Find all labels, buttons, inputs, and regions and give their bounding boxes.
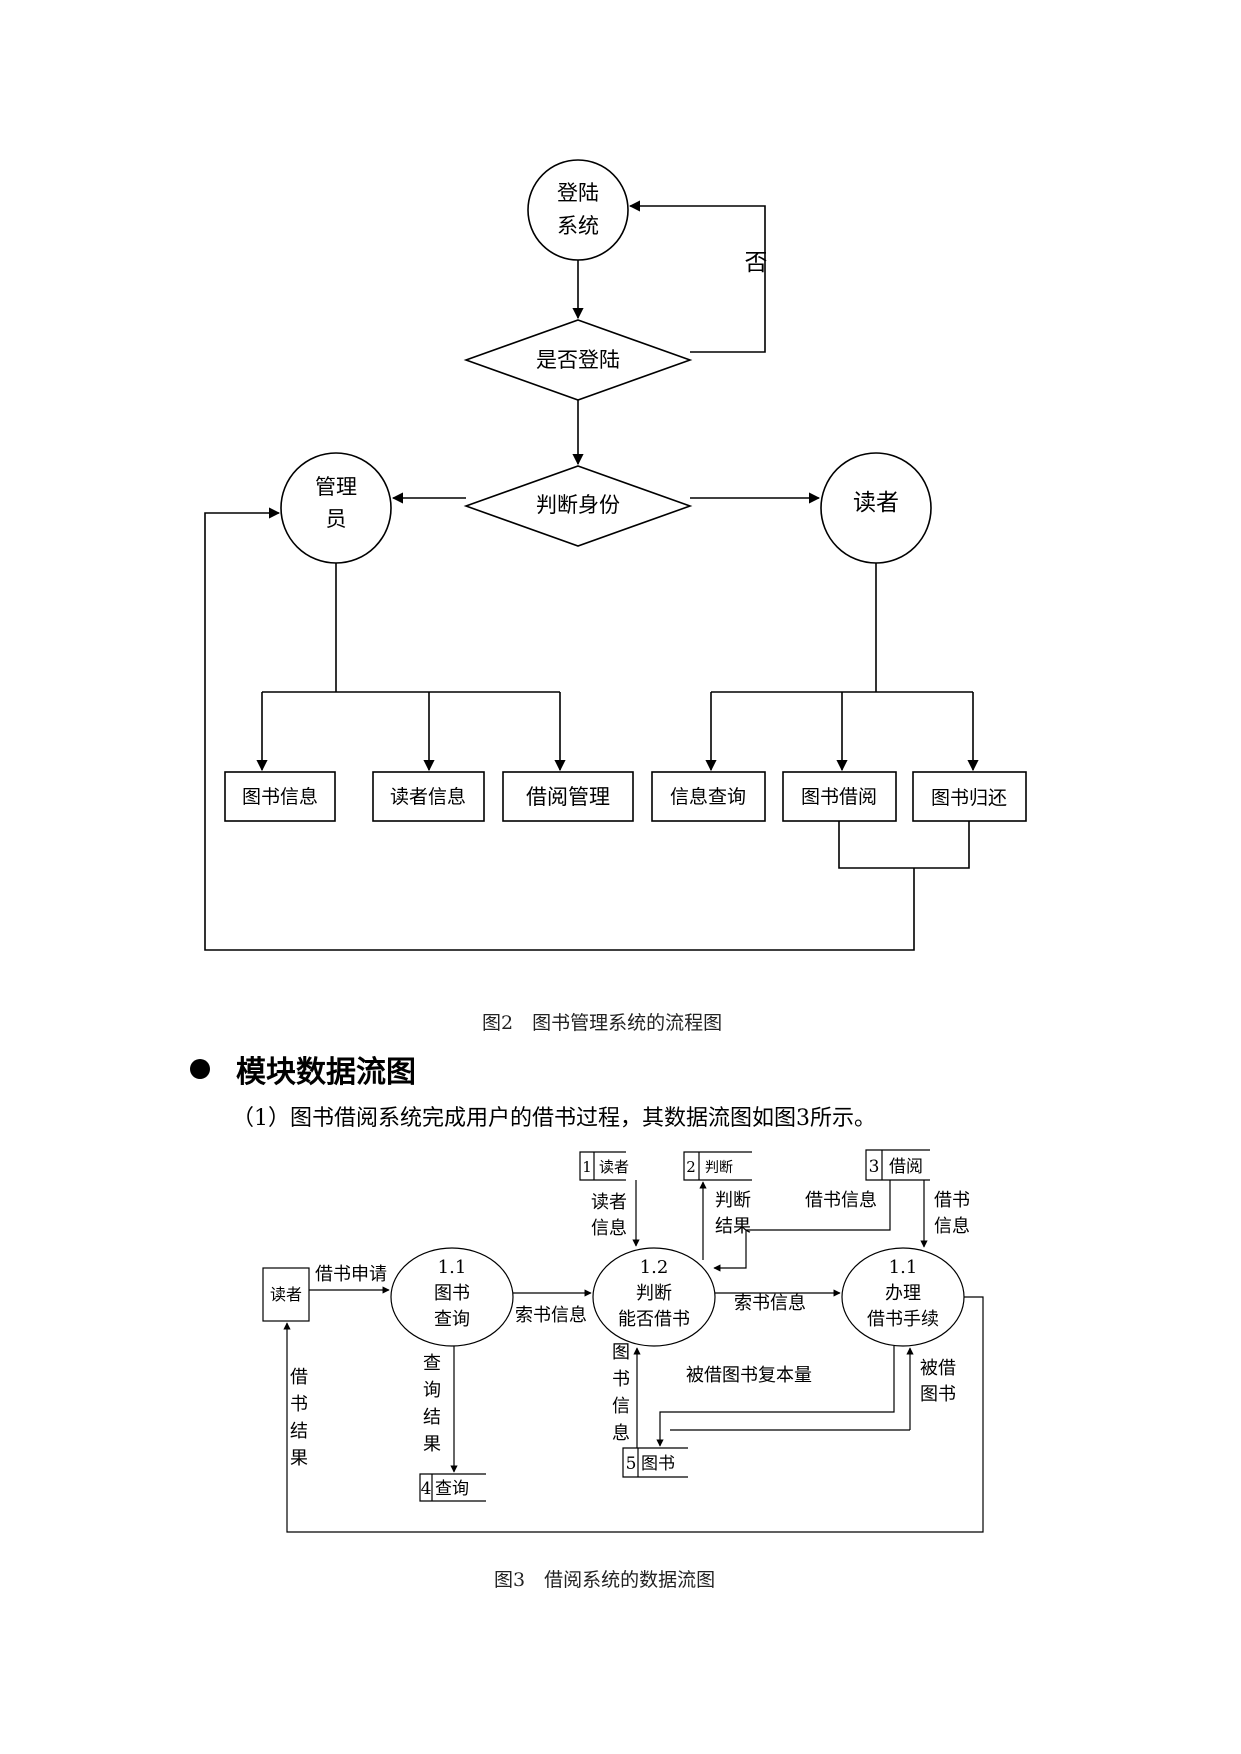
label-query-result-4: 果 bbox=[423, 1434, 441, 1455]
box-book-borrow-label: 图书借阅 bbox=[801, 786, 877, 808]
bullet-icon bbox=[190, 1059, 210, 1079]
label-book-info-4: 息 bbox=[612, 1423, 630, 1444]
store-1-num: 1 bbox=[582, 1158, 592, 1176]
flow-copies bbox=[656, 1346, 895, 1447]
figure-2-caption: 图2 图书管理系统的流程图 bbox=[482, 1012, 723, 1034]
admin-label-2: 员 bbox=[326, 507, 347, 531]
login-label-2: 系统 bbox=[557, 214, 599, 238]
label-borrowed-book-1: 被借 bbox=[920, 1358, 956, 1379]
flowchart bbox=[204, 159, 1027, 951]
label-borrow-request: 借书申请 bbox=[315, 1264, 387, 1285]
box-book-return-label: 图书归还 bbox=[931, 787, 1007, 809]
figure-3-caption: 图3 借阅系统的数据流图 bbox=[494, 1569, 716, 1591]
p2-line1: 判断 bbox=[636, 1283, 672, 1304]
label-borrow-result-4: 果 bbox=[290, 1448, 308, 1469]
judge-identity-label: 判断身份 bbox=[536, 493, 620, 517]
store-5 bbox=[622, 1447, 688, 1478]
label-borrow-info-right-2: 信息 bbox=[934, 1216, 970, 1237]
label-book-info-3: 信 bbox=[612, 1396, 630, 1417]
box-book-info bbox=[224, 771, 336, 822]
store-1 bbox=[579, 1151, 626, 1181]
box-book-info-label: 图书信息 bbox=[242, 786, 318, 808]
intro-paragraph: （1）图书借阅系统完成用户的借书过程，其数据流图如图3所示。 bbox=[232, 1106, 876, 1131]
label-borrowed-book-2: 图书 bbox=[920, 1384, 956, 1405]
store-2-name: 判断 bbox=[705, 1160, 733, 1176]
store-2-num: 2 bbox=[686, 1158, 696, 1176]
login-label-1: 登陆 bbox=[557, 181, 599, 205]
label-borrow-info-right-1: 借书 bbox=[934, 1190, 970, 1211]
label-query-result-1: 查 bbox=[423, 1353, 441, 1374]
label-reader-info-1: 读者 bbox=[591, 1192, 627, 1213]
p3-id: 1.1 bbox=[889, 1257, 918, 1278]
box-borrow-mgmt-label: 借阅管理 bbox=[526, 785, 610, 809]
store-4-name: 查询 bbox=[435, 1479, 469, 1499]
login-circle bbox=[527, 159, 629, 261]
judge-identity-diamond bbox=[463, 465, 693, 547]
label-borrow-result-1: 借 bbox=[290, 1367, 308, 1388]
no-label: 否 bbox=[745, 250, 768, 276]
store-3-name: 借阅 bbox=[889, 1157, 923, 1177]
flow-borrow-info-left bbox=[713, 1180, 891, 1272]
p2-id: 1.2 bbox=[640, 1257, 669, 1278]
label-borrow-info-left: 借书信息 bbox=[805, 1190, 877, 1211]
label-judge-result-1: 判断 bbox=[715, 1190, 751, 1211]
label-query-result-2: 询 bbox=[423, 1380, 441, 1401]
return-loop-line bbox=[838, 821, 970, 869]
reader-label: 读者 bbox=[853, 490, 899, 516]
store-4-num: 4 bbox=[421, 1479, 432, 1499]
label-reader-info-2: 信息 bbox=[591, 1218, 627, 1239]
box-reader-info bbox=[372, 771, 485, 822]
store-5-name: 图书 bbox=[641, 1454, 675, 1474]
label-call-info-1: 索书信息 bbox=[515, 1305, 587, 1326]
check-login-label: 是否登陆 bbox=[536, 348, 620, 372]
p1-line2: 查询 bbox=[434, 1309, 470, 1330]
label-judge-result-2: 结果 bbox=[715, 1216, 751, 1237]
store-4 bbox=[419, 1473, 486, 1502]
external-reader-box bbox=[262, 1267, 310, 1322]
section-heading-text: 模块数据流图 bbox=[236, 1055, 416, 1090]
box-reader-info-label: 读者信息 bbox=[390, 786, 466, 808]
return-to-admin-arrow bbox=[204, 507, 915, 951]
box-info-query bbox=[651, 771, 766, 822]
no-loop-line bbox=[628, 200, 766, 353]
p1-line1: 图书 bbox=[434, 1283, 470, 1304]
p3-line1: 办理 bbox=[885, 1283, 921, 1304]
section-heading: 模块数据流图 bbox=[190, 1047, 416, 1091]
store-3-num: 3 bbox=[869, 1157, 880, 1177]
label-copies: 被借图书复本量 bbox=[686, 1365, 812, 1386]
label-book-info-2: 书 bbox=[612, 1369, 630, 1390]
p2-line2: 能否借书 bbox=[618, 1309, 690, 1330]
store-2 bbox=[683, 1151, 752, 1181]
label-call-info-2: 索书信息 bbox=[734, 1293, 806, 1314]
box-borrow-mgmt bbox=[502, 771, 634, 822]
box-info-query-label: 信息查询 bbox=[670, 786, 746, 808]
label-borrow-result-2: 书 bbox=[290, 1394, 308, 1415]
p3-line2: 借书手续 bbox=[867, 1309, 939, 1330]
admin-label-1: 管理 bbox=[315, 475, 357, 499]
label-borrow-result-3: 结 bbox=[290, 1421, 308, 1442]
flow-borrow-result bbox=[283, 1296, 984, 1533]
store-3 bbox=[865, 1149, 930, 1181]
dataflow-diagram bbox=[262, 1149, 984, 1533]
store-1-name: 读者 bbox=[599, 1158, 629, 1176]
label-query-result-3: 结 bbox=[423, 1407, 441, 1428]
external-reader-label: 读者 bbox=[270, 1285, 302, 1304]
p1-id: 1.1 bbox=[438, 1257, 467, 1278]
label-book-info-1: 图 bbox=[612, 1342, 630, 1363]
process-1-ellipse bbox=[390, 1247, 514, 1347]
store-5-num: 5 bbox=[626, 1454, 637, 1474]
process-2-ellipse bbox=[592, 1247, 716, 1347]
